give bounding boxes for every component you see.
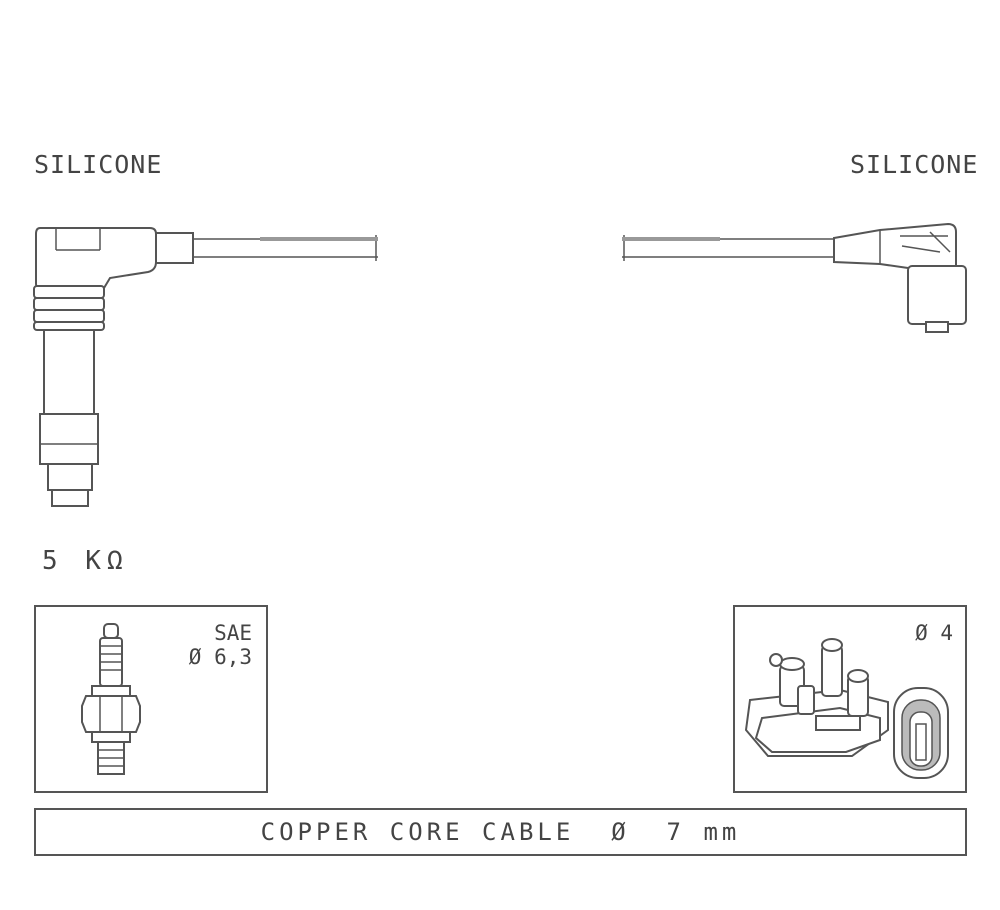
ignition-coil-icon bbox=[744, 638, 949, 779]
left-material-label: SILICONE bbox=[34, 150, 163, 179]
cable-spec-label: COPPER CORE CABLE Ø 7 mm bbox=[260, 818, 741, 846]
cable-spec-box: COPPER CORE CABLE Ø 7 mm bbox=[34, 808, 967, 856]
left-cable bbox=[192, 235, 378, 261]
right-material-label: SILICONE bbox=[850, 150, 979, 179]
coil-spec-box: Ø 4 bbox=[733, 605, 967, 793]
spark-plug-icon bbox=[81, 623, 141, 775]
spark-plug-spec-box: SAE Ø 6,3 bbox=[34, 605, 268, 793]
resistance-label: 5 KΩ bbox=[42, 546, 129, 576]
plug-diameter-label: Ø 6,3 bbox=[188, 645, 252, 669]
right-cable bbox=[622, 235, 838, 261]
plug-standard-label: SAE bbox=[214, 621, 252, 645]
coil-diameter-label: Ø 4 bbox=[915, 621, 953, 645]
left-spark-plug-boot bbox=[33, 227, 194, 507]
right-coil-boot bbox=[833, 222, 967, 333]
